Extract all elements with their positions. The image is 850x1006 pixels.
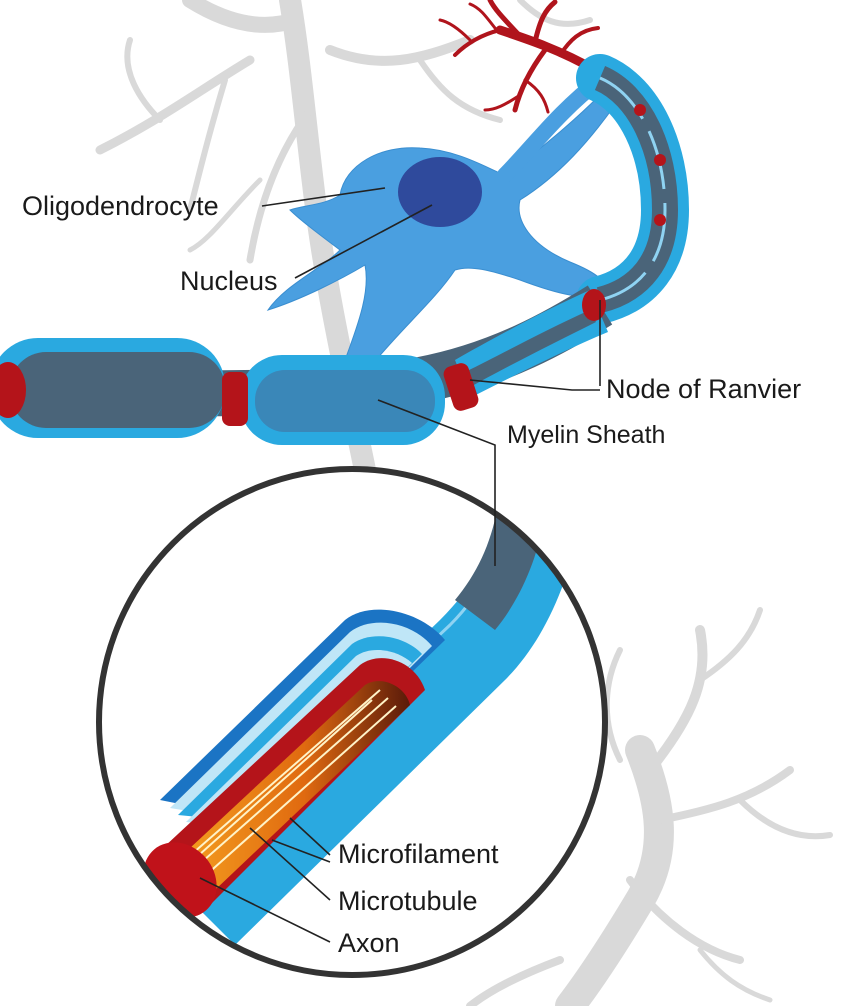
node-left (0, 362, 26, 418)
label-oligodendrocyte: Oligodendrocyte (22, 191, 219, 221)
node-middle (222, 372, 248, 426)
label-microfilament: Microfilament (338, 839, 499, 869)
nucleus-shape (398, 157, 482, 227)
node-upper (582, 289, 606, 321)
label-nucleus: Nucleus (180, 266, 278, 296)
magnified-view (96, 466, 608, 978)
dendrite-terminal (438, 0, 600, 114)
leader-lines (199, 187, 601, 943)
node-right (443, 363, 479, 411)
label-axon: Axon (338, 928, 400, 958)
label-myelin-sheath: Myelin Sheath (507, 421, 665, 449)
label-microtubule: Microtubule (338, 886, 478, 916)
upper-axon-segments (576, 54, 690, 324)
main-axon (0, 285, 613, 445)
label-node-of-ranvier: Node of Ranvier (606, 374, 801, 404)
